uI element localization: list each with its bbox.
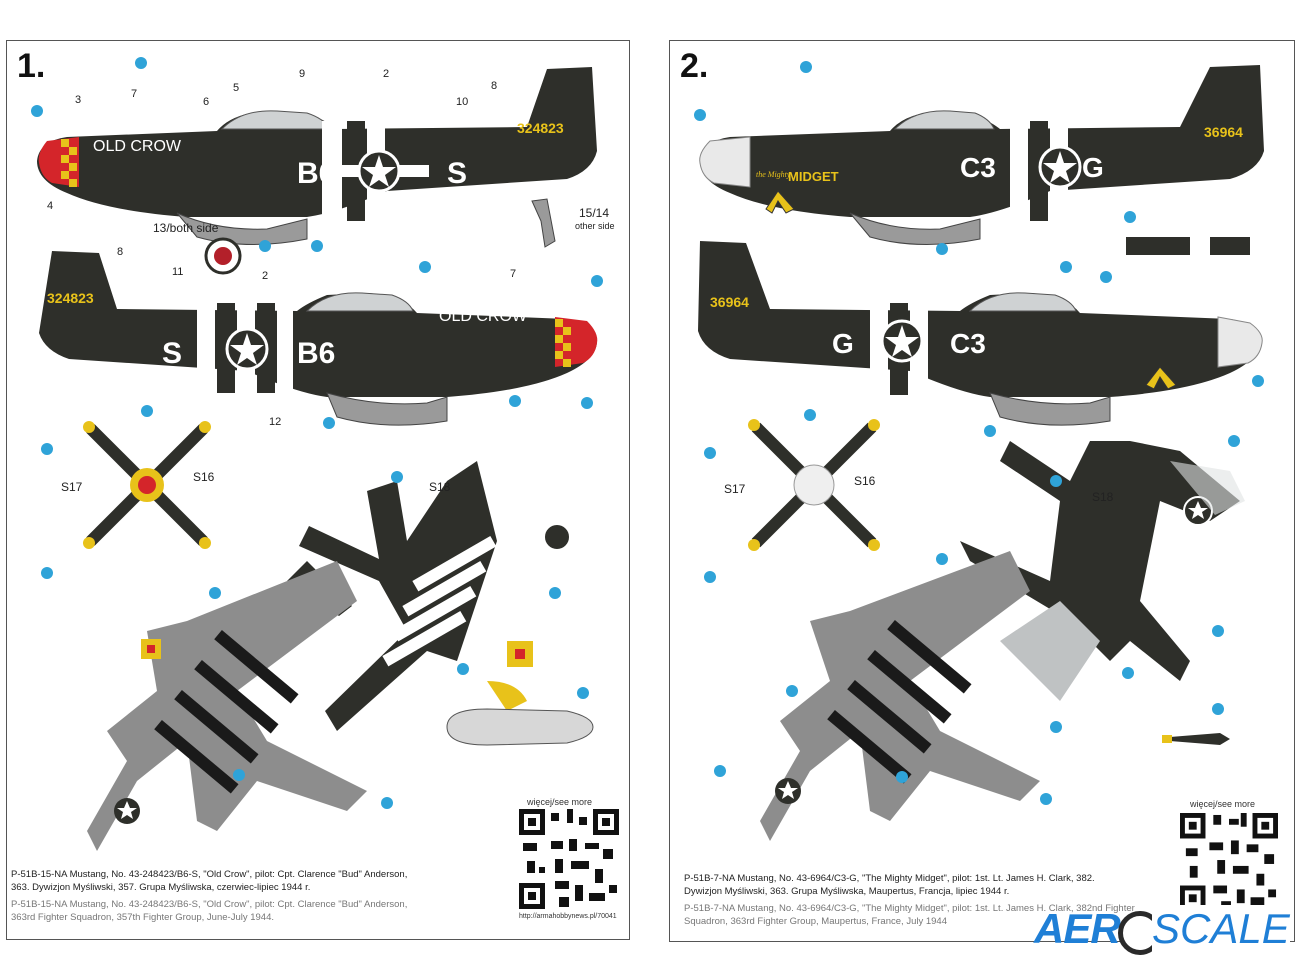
- serial-text: 36964: [1204, 124, 1243, 140]
- mustang-left-profile: C3 G 36964 the Mighty MIDGET: [699, 65, 1264, 246]
- svg-text:7: 7: [131, 88, 137, 100]
- serial-text: 324823: [517, 120, 564, 136]
- stencil-s16: S16: [193, 470, 215, 484]
- code-b-text-2: G: [832, 328, 854, 359]
- logo-left-text: AER: [1034, 905, 1121, 952]
- code-b-text: S: [447, 157, 467, 190]
- code-b-text-2: S: [162, 337, 182, 370]
- mustang-top-view: [960, 441, 1245, 701]
- code-a-text-2: C3: [950, 328, 986, 359]
- caption-en-line1: P-51B-15-NA Mustang, No. 43-248423/B6-S,…: [11, 899, 408, 910]
- svg-text:7: 7: [510, 268, 516, 280]
- panel1-artwork: B6 S 324823 OLD CROW B6 S 3 2 4 8: [31, 57, 615, 851]
- see-more-label: więcej/see more: [1190, 799, 1256, 809]
- logo-right-text: SCALE: [1152, 905, 1290, 953]
- aeroscale-logo: AER SCALE: [1034, 905, 1290, 957]
- svg-text:8: 8: [117, 246, 123, 258]
- svg-text:3: 3: [75, 94, 81, 106]
- mustang-bottom-view: [87, 523, 571, 851]
- panel2-artwork: C3 G 36964 the Mighty MIDGET C3 G 36964: [694, 61, 1264, 841]
- caption-pl-line2: 363. Dywizjon Myśliwski, 357. Grupa Myśl…: [11, 882, 311, 893]
- bomb: [1170, 733, 1230, 745]
- caption-pl-line1: P-51B-15-NA Mustang, No. 43-248423/B6-S,…: [11, 869, 408, 880]
- propeller: [748, 419, 880, 551]
- stencil-s17: S17: [61, 480, 83, 494]
- decal-sheet-panel-2: 2. C3 G 36964 the Mighty MIDGET: [669, 40, 1295, 942]
- code-b-text: G: [1082, 152, 1104, 183]
- note-other-side: other side: [575, 221, 615, 231]
- name-art-text: MIDGET: [788, 169, 839, 184]
- name-art-text: OLD CROW: [93, 138, 182, 155]
- serial-text-2: 36964: [710, 294, 749, 310]
- callout-numbers: 3 7 6 5 9 2 10 8 4 8 11 2 7 12: [47, 68, 516, 428]
- mustang-left-profile: B6 S 324823 OLD CROW: [37, 67, 597, 246]
- wing-detail: [1126, 237, 1250, 255]
- see-more-label: więcej/see more: [527, 797, 593, 807]
- serial-text-2: 324823: [47, 290, 94, 306]
- caption-en-line1: P-51B-7-NA Mustang, No. 43-6964/C3-G, "T…: [684, 903, 1135, 914]
- drop-tank: [446, 708, 594, 746]
- caption-pl-line2: Dywizjon Myśliwski, 363. Grupa Myśliwska…: [684, 886, 1010, 897]
- qr-code[interactable]: [1180, 813, 1278, 911]
- mustang-bottom-view: [760, 551, 1040, 841]
- svg-text:10: 10: [456, 96, 468, 108]
- stencil-s16: S16: [854, 474, 876, 488]
- caption-en-line2: Squadron, 363rd Fighter Group, Maupertus…: [684, 916, 947, 927]
- svg-text:6: 6: [203, 96, 209, 108]
- svg-text:5: 5: [233, 82, 239, 94]
- qr-code[interactable]: [519, 809, 619, 909]
- mustang-right-profile: B6 S 324823 OLD CROW: [39, 251, 598, 426]
- callout-badges: [31, 57, 603, 809]
- note-13: 13/both side: [153, 221, 219, 235]
- callout-badges: [694, 61, 1264, 805]
- name-art-text-2: OLD CROW: [439, 308, 528, 325]
- name-prefix-text: the Mighty: [756, 170, 791, 179]
- stencil-s18: S18: [429, 480, 451, 494]
- caption-pl-line1: P-51B-7-NA Mustang, No. 43-6964/C3-G, "T…: [684, 873, 1095, 884]
- svg-text:4: 4: [47, 200, 53, 212]
- mustang-right-profile: C3 G 36964: [698, 241, 1263, 426]
- svg-text:2: 2: [262, 270, 268, 282]
- panel-number: 2.: [680, 47, 709, 85]
- caption-en-line2: 363rd Fighter Squadron, 357th Fighter Gr…: [11, 912, 274, 923]
- svg-text:11: 11: [172, 266, 183, 278]
- code-a-text: C3: [960, 152, 996, 183]
- propeller: [83, 421, 211, 549]
- catalog-url[interactable]: http://armahobbynews.pl/70041: [519, 913, 617, 920]
- svg-text:2: 2: [383, 68, 389, 80]
- code-a-text: B6: [297, 157, 335, 190]
- svg-text:9: 9: [299, 68, 305, 80]
- svg-text:12: 12: [269, 416, 281, 428]
- decal-sheet-panel-1: 1. B6 S 324823 OLD CROW: [6, 40, 630, 940]
- svg-text:8: 8: [491, 80, 497, 92]
- stencil-s18: S18: [1092, 490, 1114, 504]
- note-15: 15/14: [579, 206, 609, 220]
- code-a-text-2: B6: [297, 337, 335, 370]
- panel-number: 1.: [17, 47, 46, 85]
- stencil-s17: S17: [724, 482, 746, 496]
